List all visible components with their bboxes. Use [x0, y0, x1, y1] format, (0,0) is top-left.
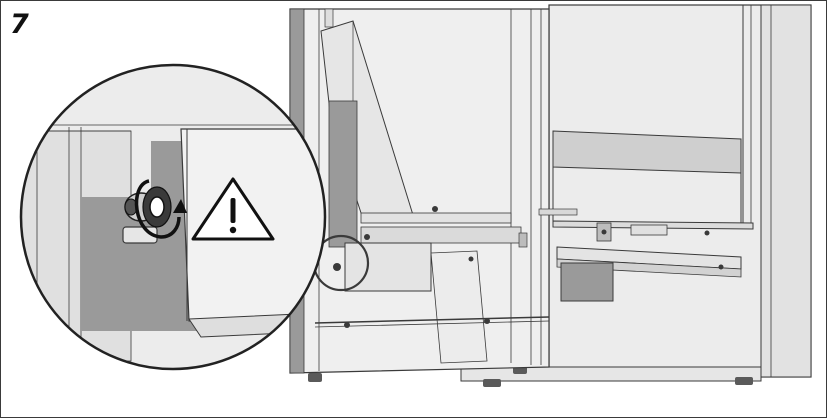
knob	[122, 186, 172, 244]
rotate-arrow-icon	[134, 179, 187, 239]
magnified-detail	[19, 63, 327, 371]
open-door	[289, 8, 578, 374]
warning-triangle-icon	[191, 177, 275, 241]
step-number: 7	[10, 9, 29, 40]
appliance-body	[308, 4, 812, 387]
